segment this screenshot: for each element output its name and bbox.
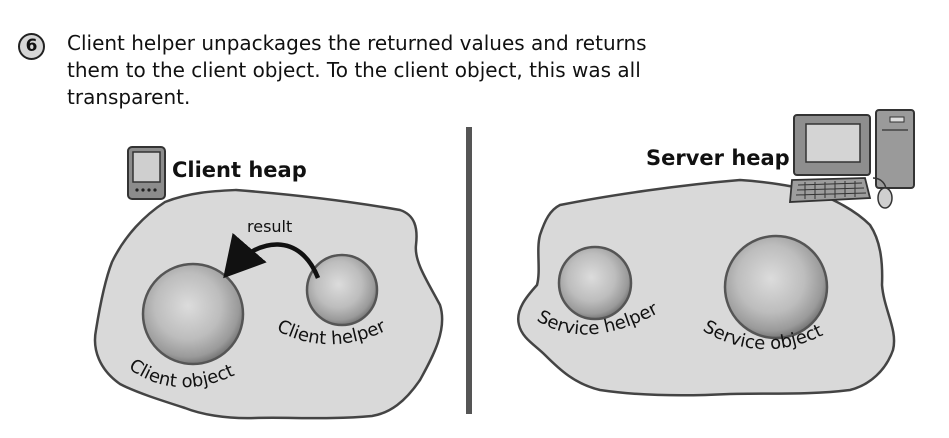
caption-line: transparent.	[67, 85, 191, 109]
service-object	[723, 234, 829, 340]
client-object	[141, 262, 245, 366]
divider	[466, 127, 472, 414]
server-heap-title: Server heap	[646, 146, 790, 170]
client-helper	[305, 253, 379, 327]
handheld-device-icon	[127, 146, 166, 200]
desktop-computer-icon	[789, 109, 915, 209]
step-caption: Client helper unpackages the returned va…	[67, 30, 767, 111]
service-helper	[557, 245, 633, 321]
caption-line: Client helper unpackages the returned va…	[67, 31, 647, 55]
client-heap-title: Client heap	[172, 158, 307, 182]
caption-line: them to the client object. To the client…	[67, 58, 641, 82]
result-label: result	[247, 217, 292, 236]
result-arrow	[223, 232, 321, 279]
step-number-badge: 6	[18, 33, 45, 60]
